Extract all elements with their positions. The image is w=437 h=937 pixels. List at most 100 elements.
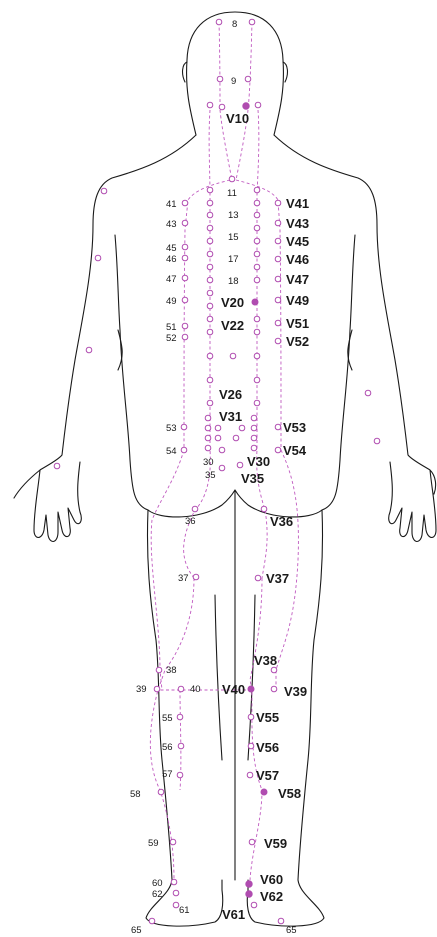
point-v40 — [248, 686, 254, 692]
point-arm-right — [374, 438, 380, 444]
label-57: 57 — [162, 769, 173, 780]
point-inner-left — [207, 264, 213, 270]
label-56: 56 — [162, 742, 173, 753]
point-56-left — [178, 743, 184, 749]
label-v61: V61 — [222, 907, 245, 922]
point-v41 — [275, 200, 281, 206]
point-47-left — [182, 275, 188, 281]
point-inner-left — [207, 251, 213, 257]
label-v26: V26 — [219, 387, 242, 402]
label-58: 58 — [130, 789, 141, 800]
point-55-left — [177, 714, 183, 720]
point-52-left — [182, 334, 188, 340]
point-sacral — [233, 435, 239, 441]
point-58-left — [158, 789, 164, 795]
point-sacral — [219, 447, 225, 453]
point-53-left — [181, 424, 187, 430]
point-54-left — [181, 447, 187, 453]
point-inner-left — [207, 303, 213, 309]
point-inner-right — [254, 212, 260, 218]
label-v39: V39 — [284, 684, 307, 699]
point-sacral — [205, 425, 211, 431]
point-sacral — [251, 435, 257, 441]
label-51: 51 — [166, 322, 177, 333]
label-30: 30 — [203, 457, 214, 468]
point-inner-right — [254, 251, 260, 257]
point-labels: 8 9 V10 11 13 15 17 18 V20 V22 V26 V31 4… — [130, 19, 309, 936]
point-v20 — [252, 299, 258, 305]
point-inner-right — [254, 316, 260, 322]
label-v31: V31 — [219, 409, 242, 424]
point-43-left — [182, 220, 188, 226]
point-11-top — [229, 176, 235, 182]
point-inner-right — [254, 377, 260, 383]
label-15: 15 — [228, 232, 239, 243]
point-v39 — [271, 686, 277, 692]
label-62: 62 — [152, 889, 163, 900]
acupoints — [54, 19, 380, 924]
point-v45 — [275, 238, 281, 244]
label-v35: V35 — [241, 471, 264, 486]
point-40-left — [178, 686, 184, 692]
point-v35 — [237, 462, 243, 468]
point-arm-left — [86, 347, 92, 353]
label-41: 41 — [166, 199, 177, 210]
point-45-left — [182, 244, 188, 250]
label-v30: V30 — [247, 454, 270, 469]
point-v59 — [249, 839, 255, 845]
label-v62: V62 — [260, 889, 283, 904]
label-v53: V53 — [283, 420, 306, 435]
point-39-left — [154, 686, 160, 692]
label-v52: V52 — [286, 334, 309, 349]
point-v51 — [275, 320, 281, 326]
label-v57: V57 — [256, 768, 279, 783]
label-49: 49 — [166, 296, 177, 307]
point-inner-left — [207, 200, 213, 206]
point-v62 — [246, 891, 252, 897]
label-36: 36 — [185, 516, 196, 527]
label-v49: V49 — [286, 293, 309, 308]
label-53: 53 — [166, 423, 177, 434]
point-9-left — [217, 76, 223, 82]
point-51-left — [182, 323, 188, 329]
point-inner-right — [254, 353, 260, 359]
point-49-left — [182, 297, 188, 303]
point-36-left — [192, 506, 198, 512]
label-v60: V60 — [260, 872, 283, 887]
point-center — [230, 353, 236, 359]
point-10-right — [255, 102, 261, 108]
label-17: 17 — [228, 254, 239, 265]
point-v61 — [251, 902, 257, 908]
label-11: 11 — [227, 188, 237, 199]
label-v58: V58 — [278, 786, 301, 801]
point-shoulder-left — [101, 188, 107, 194]
point-v49 — [275, 297, 281, 303]
point-arm-right — [365, 390, 371, 396]
point-v54 — [275, 447, 281, 453]
point-inner-right — [254, 400, 260, 406]
point-41-left — [182, 200, 188, 206]
point-v37 — [255, 575, 261, 581]
label-60: 60 — [152, 878, 163, 889]
point-inner-left — [207, 377, 213, 383]
point-v43 — [275, 220, 281, 226]
label-v37: V37 — [266, 571, 289, 586]
point-10-mid — [219, 104, 225, 110]
label-v10: V10 — [226, 111, 249, 126]
point-sacral — [251, 415, 257, 421]
point-sacral — [205, 435, 211, 441]
label-v41: V41 — [286, 196, 309, 211]
label-v46: V46 — [286, 252, 309, 267]
point-v53 — [275, 424, 281, 430]
point-61-left — [173, 902, 179, 908]
point-8-left — [216, 19, 222, 25]
point-inner-right — [254, 329, 260, 335]
point-v52 — [275, 338, 281, 344]
label-v55: V55 — [256, 710, 279, 725]
point-inner-left — [207, 212, 213, 218]
point-37-left — [193, 574, 199, 580]
point-v10 — [243, 103, 249, 109]
point-v46 — [275, 256, 281, 262]
point-38-left — [156, 667, 162, 673]
